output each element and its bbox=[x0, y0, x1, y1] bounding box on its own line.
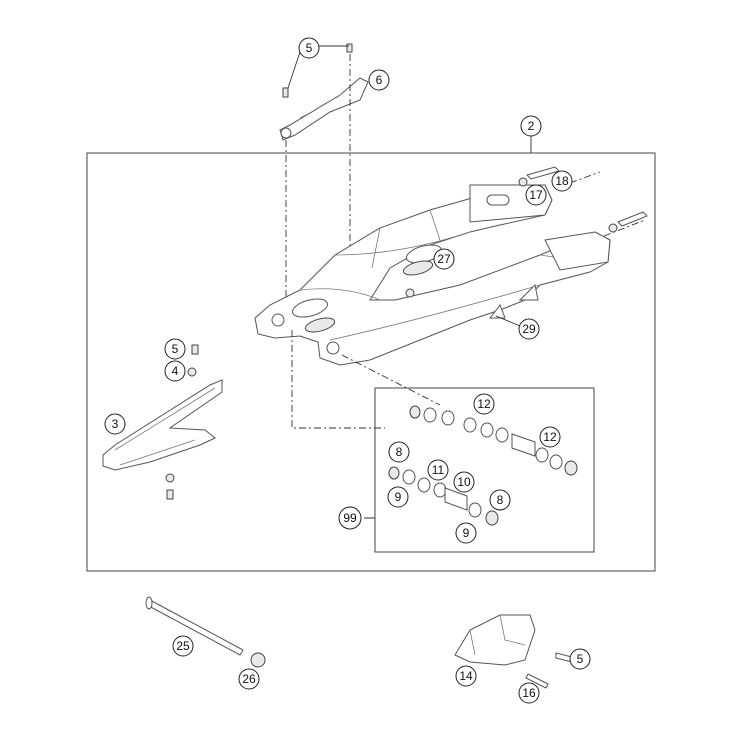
svg-text:11: 11 bbox=[432, 463, 445, 477]
callout-16[interactable]: 16 bbox=[518, 682, 540, 704]
svg-text:27: 27 bbox=[437, 252, 451, 266]
callout-10[interactable]: 10 bbox=[453, 471, 475, 493]
callout-26[interactable]: 26 bbox=[238, 668, 260, 690]
svg-text:99: 99 bbox=[343, 511, 357, 525]
callout-11[interactable]: 11 bbox=[427, 459, 449, 481]
callout-12[interactable]: 12 bbox=[539, 426, 561, 448]
bearing-kit bbox=[388, 405, 578, 526]
chain-slider bbox=[102, 344, 223, 500]
svg-text:5: 5 bbox=[172, 342, 179, 356]
svg-text:8: 8 bbox=[396, 445, 403, 459]
callout-5[interactable]: 5 bbox=[164, 338, 186, 360]
svg-text:29: 29 bbox=[522, 322, 536, 336]
chain-guide bbox=[454, 614, 573, 689]
svg-text:9: 9 bbox=[395, 490, 402, 504]
svg-text:3: 3 bbox=[112, 417, 119, 431]
svg-text:5: 5 bbox=[306, 41, 313, 55]
callout-8[interactable]: 8 bbox=[388, 441, 410, 463]
svg-text:6: 6 bbox=[376, 73, 383, 87]
svg-text:17: 17 bbox=[529, 188, 543, 202]
callout-3[interactable]: 3 bbox=[104, 413, 126, 435]
callout-5[interactable]: 5 bbox=[569, 648, 591, 670]
callout-9[interactable]: 9 bbox=[387, 486, 409, 508]
svg-text:12: 12 bbox=[477, 397, 491, 411]
callout-12[interactable]: 12 bbox=[473, 393, 495, 415]
swingarm-pivot-axle bbox=[145, 596, 266, 668]
callout-18[interactable]: 18 bbox=[551, 170, 573, 192]
callout-17[interactable]: 17 bbox=[525, 184, 547, 206]
svg-text:26: 26 bbox=[242, 672, 256, 686]
svg-text:10: 10 bbox=[457, 475, 471, 489]
callout-27[interactable]: 27 bbox=[433, 248, 455, 270]
chain-slider-bracket bbox=[279, 43, 369, 141]
swingarm bbox=[254, 184, 611, 366]
svg-text:14: 14 bbox=[459, 669, 473, 683]
svg-text:2: 2 bbox=[528, 119, 535, 133]
callout-8[interactable]: 8 bbox=[489, 489, 511, 511]
svg-text:9: 9 bbox=[463, 526, 470, 540]
svg-text:4: 4 bbox=[172, 364, 179, 378]
svg-text:8: 8 bbox=[497, 493, 504, 507]
callout-99[interactable]: 99 bbox=[338, 506, 362, 530]
swingarm-assembly-frame bbox=[86, 152, 656, 572]
svg-text:5: 5 bbox=[577, 652, 584, 666]
callout-25[interactable]: 25 bbox=[172, 635, 194, 657]
callout-2[interactable]: 2 bbox=[520, 115, 542, 137]
callout-29[interactable]: 29 bbox=[518, 318, 540, 340]
callout-5[interactable]: 5 bbox=[298, 37, 320, 59]
callout-14[interactable]: 14 bbox=[455, 665, 477, 687]
svg-text:12: 12 bbox=[543, 430, 557, 444]
bearing-kit-frame bbox=[374, 387, 595, 553]
callout-6[interactable]: 6 bbox=[368, 69, 390, 91]
svg-text:25: 25 bbox=[176, 639, 190, 653]
svg-text:16: 16 bbox=[522, 686, 536, 700]
callout-9[interactable]: 9 bbox=[455, 522, 477, 544]
svg-text:18: 18 bbox=[555, 174, 569, 188]
callout-4[interactable]: 4 bbox=[164, 360, 186, 382]
